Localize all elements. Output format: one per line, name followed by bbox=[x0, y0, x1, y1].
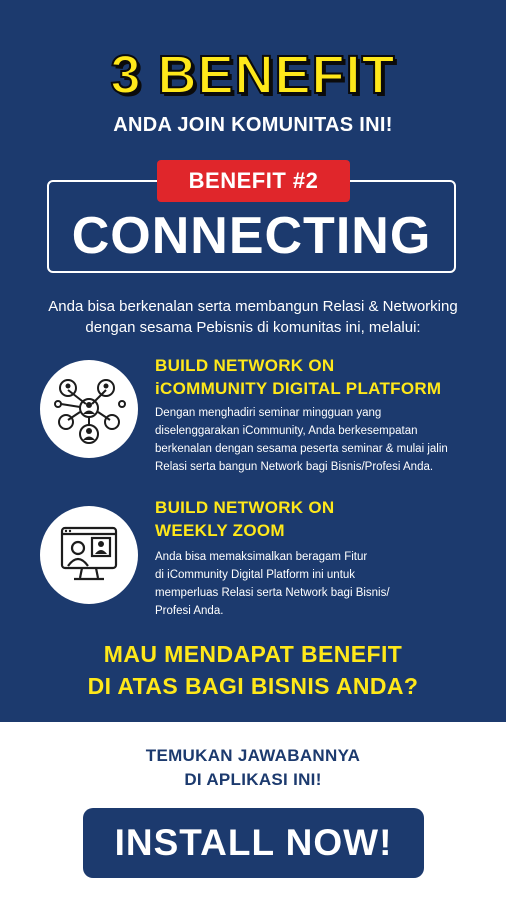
find-answer-line: TEMUKAN JAWABANNYA bbox=[145, 746, 361, 765]
install-now-button[interactable]: INSTALL NOW! bbox=[83, 808, 424, 878]
promo-panel: 3 BENEFIT ANDA JOIN KOMUNITAS INI! BENEF… bbox=[0, 0, 506, 722]
item-description-line: berkenalan dengan sesama peserta seminar… bbox=[155, 443, 448, 455]
benefit-tag: BENEFIT #2 bbox=[157, 160, 350, 202]
intro-line: dengan sesama Pebisnis di komunitas ini,… bbox=[85, 319, 421, 336]
item-description-line: memperluas Relasi serta Network bagi Bis… bbox=[155, 587, 390, 599]
item-title-line: BUILD NETWORK ON bbox=[155, 498, 335, 517]
item-title: BUILD NETWORK ON iCOMMUNITY DIGITAL PLAT… bbox=[155, 354, 495, 400]
benefit-title: CONNECTING bbox=[71, 207, 432, 265]
question-text: MAU MENDAPAT BENEFIT DI ATAS BAGI BISNIS… bbox=[0, 638, 506, 702]
intro-line: Anda bisa berkenalan serta membangun Rel… bbox=[48, 298, 458, 315]
network-people-icon bbox=[40, 360, 138, 458]
item-title-line: WEEKLY ZOOM bbox=[155, 521, 285, 540]
item-description-line: Dengan menghadiri seminar mingguan yang bbox=[155, 407, 382, 419]
question-line: DI ATAS BAGI BISNIS ANDA? bbox=[87, 673, 419, 699]
item-description: Dengan menghadiri seminar mingguan yang … bbox=[155, 404, 495, 476]
video-call-icon bbox=[40, 506, 138, 604]
find-answer-line: DI APLIKASI INI! bbox=[184, 770, 322, 789]
cta-panel: TEMUKAN JAWABANNYA DI APLIKASI INI! INST… bbox=[0, 722, 506, 900]
item-title-line: BUILD NETWORK ON bbox=[155, 356, 335, 375]
item-description-line: Profesi Anda. bbox=[155, 605, 224, 617]
intro-text: Anda bisa berkenalan serta membangun Rel… bbox=[16, 296, 490, 338]
subheadline: ANDA JOIN KOMUNITAS INI! bbox=[113, 114, 393, 136]
item-description-line: Relasi serta bangun Network bagi Bisnis/… bbox=[155, 461, 434, 473]
find-answer-text: TEMUKAN JAWABANNYA DI APLIKASI INI! bbox=[0, 744, 506, 792]
item-title-line: iCOMMUNITY DIGITAL PLATFORM bbox=[155, 379, 442, 398]
item-description: Anda bisa memaksimalkan beragam Fitur di… bbox=[155, 548, 495, 620]
item-description-line: Anda bisa memaksimalkan beragam Fitur bbox=[155, 551, 368, 563]
headline: 3 BENEFIT bbox=[109, 44, 396, 106]
item-description-line: diselenggarakan iCommunity, Anda berkese… bbox=[155, 425, 418, 437]
item-title: BUILD NETWORK ON WEEKLY ZOOM bbox=[155, 496, 495, 542]
question-line: MAU MENDAPAT BENEFIT bbox=[103, 641, 403, 667]
item-description-line: di iCommunity Digital Platform ini untuk bbox=[155, 569, 356, 581]
